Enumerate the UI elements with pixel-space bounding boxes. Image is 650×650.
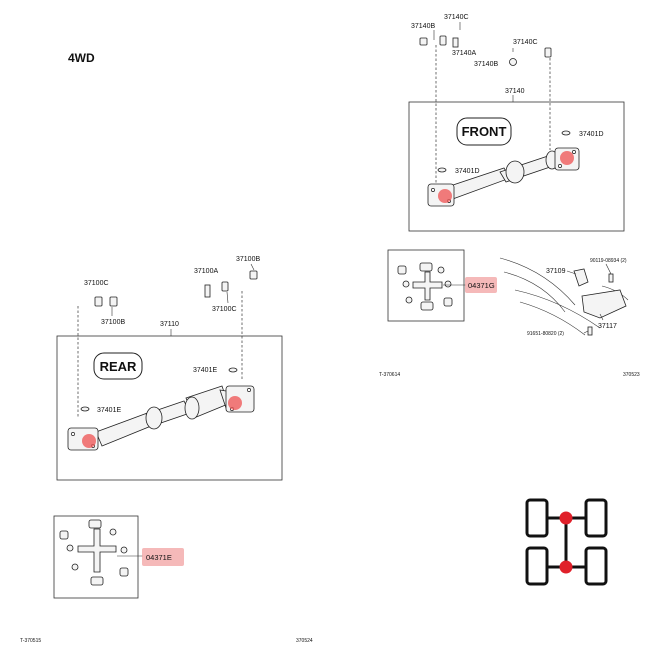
label-37140: 37140	[505, 88, 525, 95]
front-universal-joint-kit[interactable]	[397, 262, 453, 311]
rear-kit-frame	[53, 515, 139, 599]
front-fasteners	[419, 35, 552, 66]
label-37140c-right: 37140C	[513, 39, 538, 46]
rear-ref-left: T-370515	[20, 638, 41, 644]
label-91651: 91651-80820 (2)	[527, 331, 564, 337]
bracket-37117[interactable]	[581, 289, 627, 319]
label-37100b-left: 37100B	[101, 319, 125, 326]
nut-37140c[interactable]	[419, 37, 428, 46]
nut-37100b-left[interactable]	[109, 296, 118, 307]
grease-fitting-right[interactable]	[561, 130, 571, 136]
bolt-37140a[interactable]	[452, 37, 459, 48]
rear-grease-fitting-right[interactable]	[228, 367, 238, 373]
bolt-91651[interactable]	[587, 326, 593, 336]
rear-kit-highlight	[142, 548, 184, 566]
rear-badge	[93, 352, 143, 380]
label-37109: 37109	[546, 268, 566, 275]
grease-fitting-left[interactable]	[437, 167, 447, 173]
bolt-37100a[interactable]	[204, 284, 211, 298]
label-37401d-right: 37401D	[579, 131, 604, 138]
label-37140a: 37140A	[452, 50, 476, 57]
label-37401e-right: 37401E	[193, 367, 217, 374]
front-detail-section: 04371G 37109 90119-08934 (2) 37117 91651…	[379, 249, 640, 378]
front-ref-right: 370523	[623, 372, 640, 378]
front-ref-left: T-370614	[379, 372, 400, 378]
drive-label: 4WD	[68, 51, 95, 65]
label-37110: 37110	[160, 321, 179, 328]
rear-fasteners	[94, 270, 258, 307]
label-37401d-left: 37401D	[455, 168, 480, 175]
front-badge	[456, 117, 512, 146]
front-joint-highlight-right	[560, 151, 574, 165]
front-kit-code: 04371G	[468, 281, 495, 290]
nut-37140b-right[interactable]	[509, 58, 517, 66]
rear-joint-highlight-right	[228, 396, 242, 410]
nut-37100b-right[interactable]	[249, 270, 258, 280]
label-37140c-top: 37140C	[444, 14, 469, 21]
rear-kit-code: 04371E	[146, 553, 172, 562]
rear-detail-section: 04371E T-370515 370524	[20, 515, 313, 644]
washer-37140c-right[interactable]	[544, 47, 552, 58]
label-37100c-right: 37100C	[212, 306, 237, 313]
washer-37140b[interactable]	[439, 35, 447, 46]
bracket-37109[interactable]	[573, 268, 589, 287]
4wd-drivetrain-icon	[525, 498, 608, 586]
label-37140b-top: 37140B	[411, 23, 435, 30]
label-37100b-right: 37100B	[236, 256, 260, 263]
label-37100a: 37100A	[194, 268, 218, 275]
label-37401e-left: 37401E	[97, 407, 121, 414]
rear-section: 37100C 37100B 37100A 37100B 37100C 37110…	[56, 256, 283, 481]
washer-37100c-right[interactable]	[221, 281, 229, 292]
rear-title: REAR	[100, 359, 137, 374]
bolt-90119[interactable]	[608, 273, 614, 283]
washer-37100c-left[interactable]	[94, 296, 103, 307]
rear-universal-joint-kit[interactable]	[59, 519, 129, 586]
frame-member-lines	[499, 257, 629, 336]
label-37117: 37117	[598, 323, 617, 330]
label-37100c-left: 37100C	[84, 280, 109, 287]
front-joint-highlight-left	[438, 189, 452, 203]
label-90119: 90119-08934 (2)	[590, 258, 627, 264]
rear-frame	[56, 335, 283, 481]
rear-ref-right: 370524	[296, 638, 313, 644]
front-section: 37140B 37140C 37140A 37140C 37140B 37140…	[408, 14, 625, 232]
front-title: FRONT	[462, 124, 507, 139]
front-frame	[408, 101, 625, 232]
label-37140b-right: 37140B	[474, 61, 498, 68]
rear-joint-highlight-left	[82, 434, 96, 448]
front-kit-highlight	[465, 277, 497, 293]
front-kit-frame	[387, 249, 465, 322]
rear-grease-fitting-left[interactable]	[80, 406, 90, 412]
